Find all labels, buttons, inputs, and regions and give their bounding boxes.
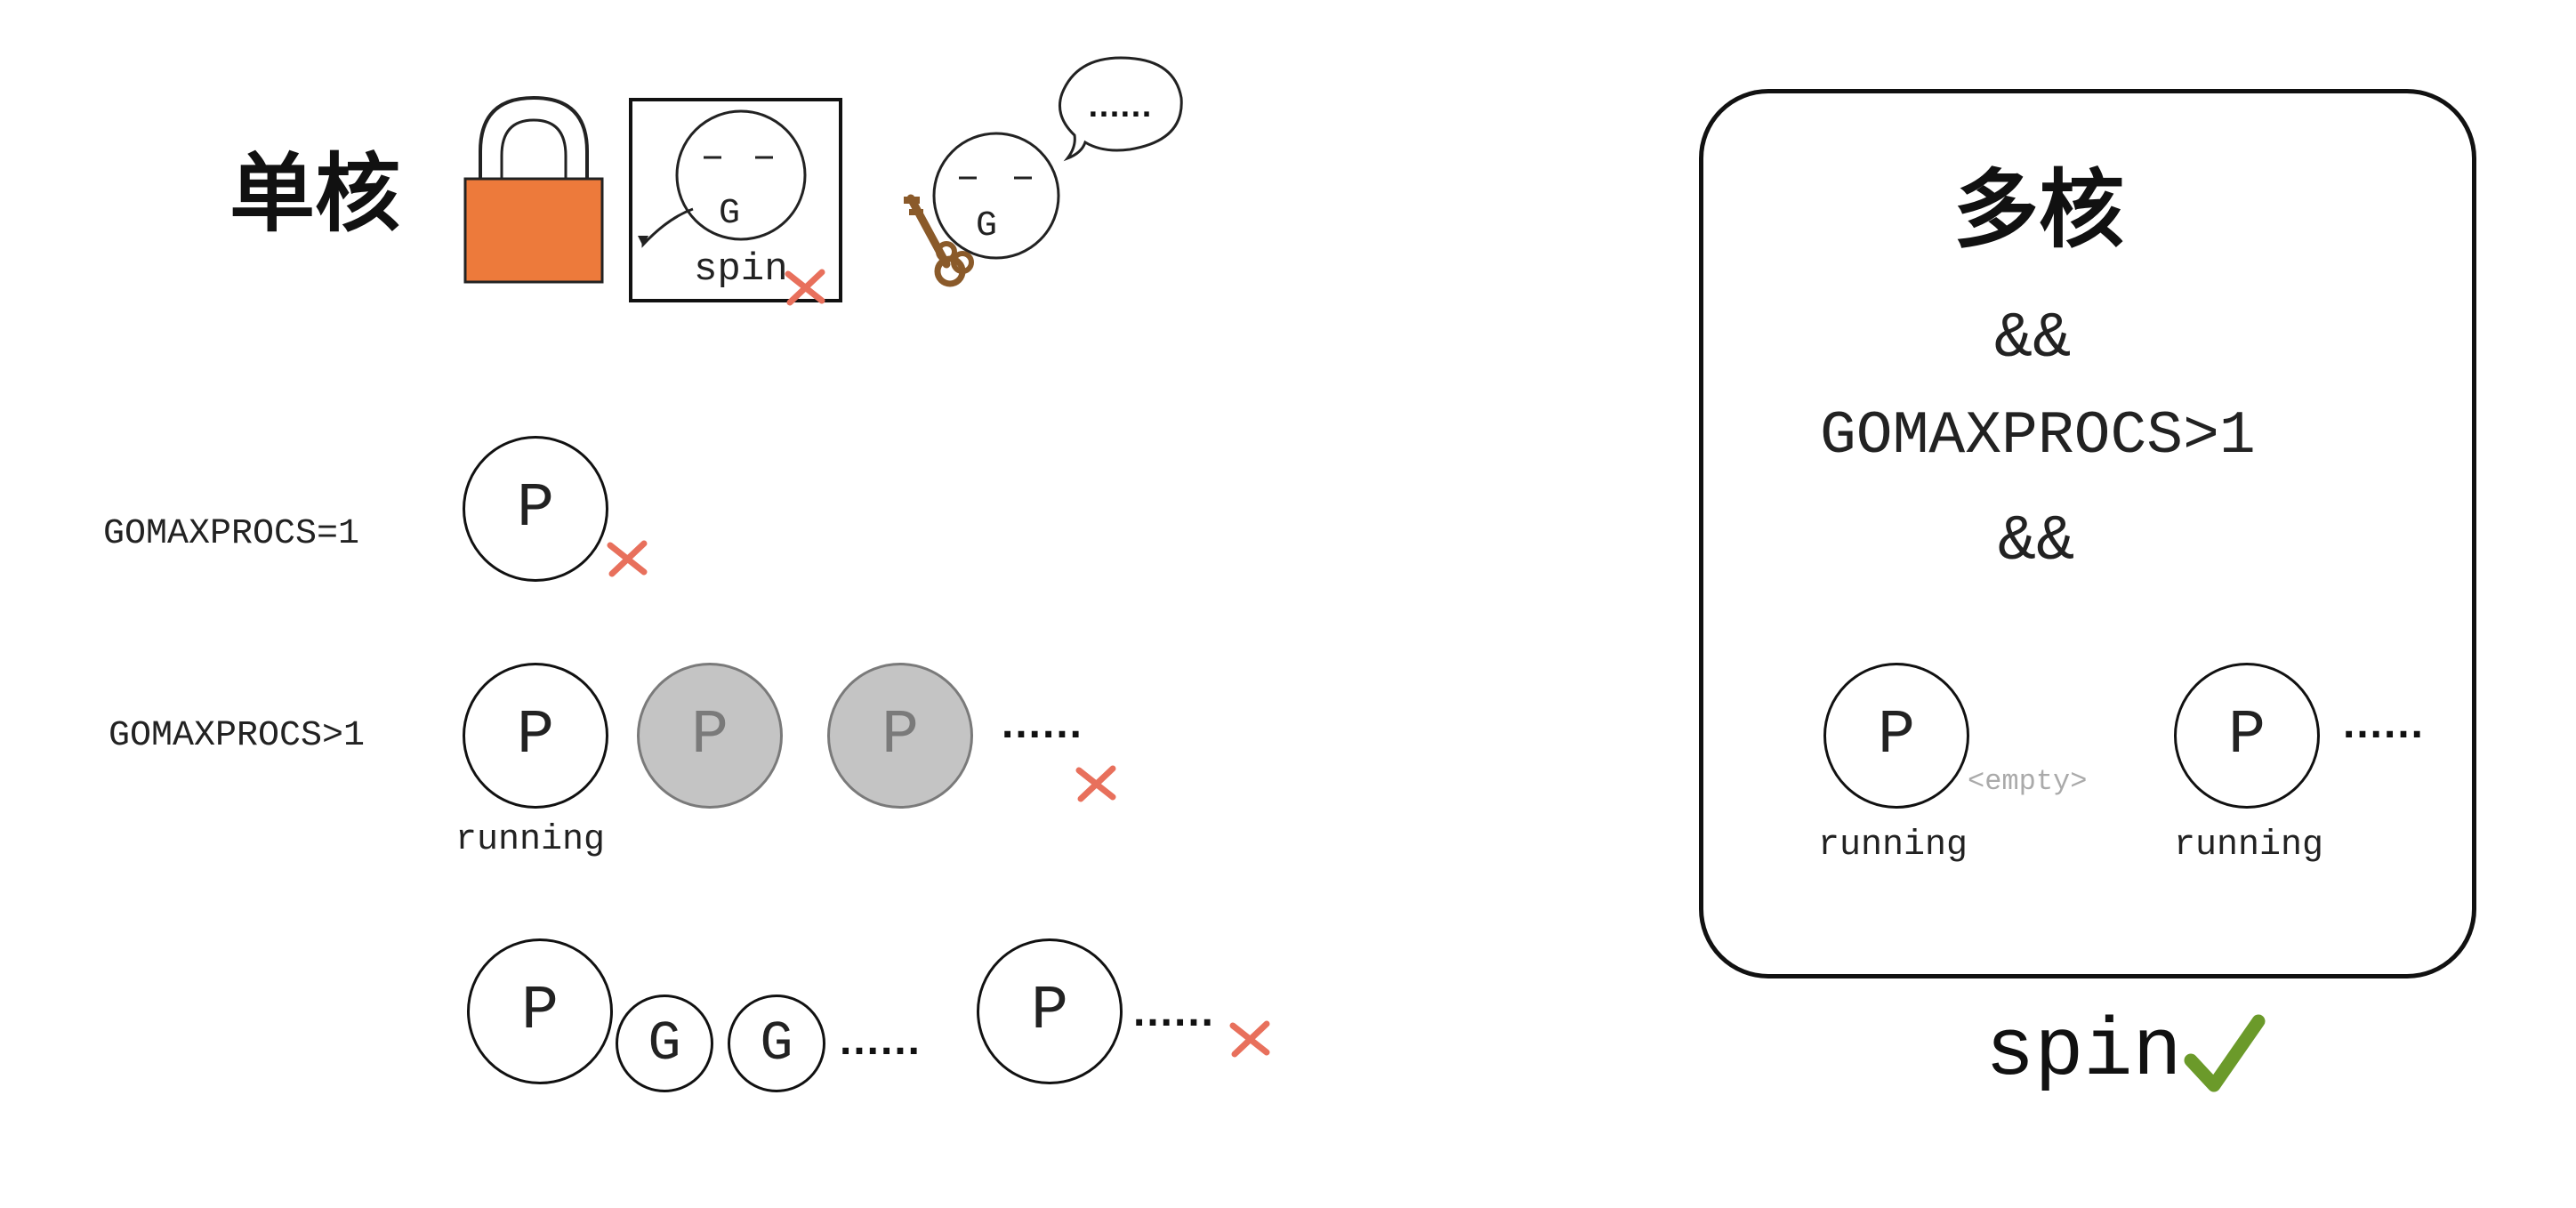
- x-mark-icon: [785, 269, 825, 306]
- multi-core-panel: [1699, 89, 2476, 978]
- and-operator: &&: [1998, 505, 2075, 578]
- key-icon: [904, 194, 974, 287]
- spin-box-g-label: G: [719, 194, 741, 234]
- x-mark-icon: [607, 540, 648, 577]
- more-processors-dots: ……: [2341, 700, 2425, 747]
- empty-queue-label: <empty>: [1968, 765, 2088, 798]
- processor-circle: P: [463, 436, 608, 582]
- more-processors-dots: ……: [1000, 700, 1083, 747]
- gomaxprocs-condition: GOMAXPROCS>1: [1820, 402, 2256, 471]
- single-core-title: 单核: [229, 144, 400, 244]
- sleeping-goroutine-face: [932, 132, 1060, 260]
- processor-running-circle: P: [2174, 663, 2320, 809]
- gomaxprocs-eq1-label: GOMAXPROCS=1: [103, 514, 360, 554]
- x-mark-icon: [1229, 1020, 1270, 1058]
- gomaxprocs-gt1-label: GOMAXPROCS>1: [109, 716, 366, 756]
- running-label: running: [455, 820, 606, 860]
- thought-bubble: [1059, 56, 1183, 162]
- processor-circle: P: [467, 938, 613, 1084]
- processor-idle-circle: P: [637, 663, 783, 809]
- bubble-dots: ……: [1087, 87, 1153, 125]
- processor-circle: P: [977, 938, 1123, 1084]
- running-label: running: [1818, 825, 1968, 866]
- processor-running-circle: P: [1823, 663, 1969, 809]
- processor-idle-circle: P: [827, 663, 973, 809]
- and-operator: &&: [1994, 302, 2072, 375]
- more-processors-dots: ……: [1131, 988, 1215, 1035]
- check-mark-icon: [2184, 1014, 2266, 1092]
- x-mark-icon: [1075, 765, 1116, 802]
- spinning-goroutine-face: [638, 109, 807, 248]
- lock-icon: [463, 95, 604, 284]
- processor-running-circle: P: [463, 663, 608, 809]
- goroutine-circle: G: [728, 995, 825, 1092]
- spin-result-label: spin: [1985, 1005, 2182, 1099]
- spin-box-spin-label: spin: [694, 247, 788, 292]
- running-label: running: [2174, 825, 2324, 866]
- goroutine-circle: G: [616, 995, 713, 1092]
- sleeper-g-label: G: [976, 206, 998, 246]
- multi-core-title: 多核: [1953, 160, 2124, 260]
- queue-dots: ……: [838, 1017, 922, 1064]
- spin-box: [629, 98, 842, 302]
